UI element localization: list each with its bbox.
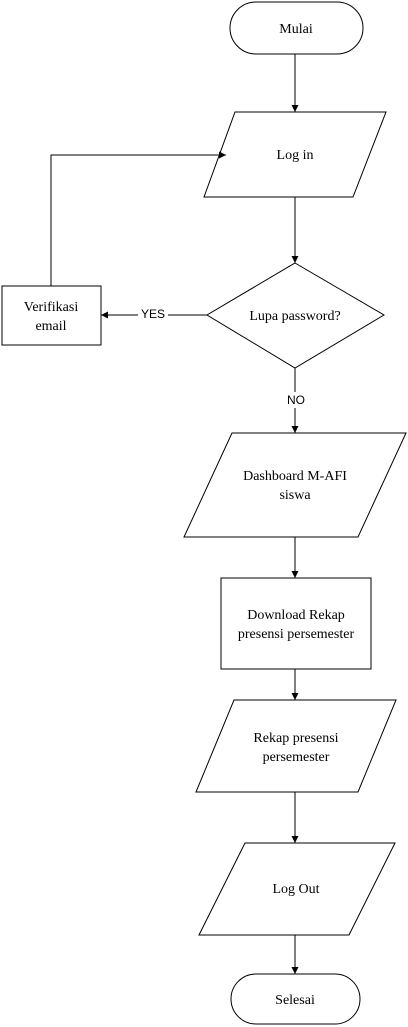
no-label: NO xyxy=(287,393,305,407)
rekap-label-line2: persemester xyxy=(263,750,330,765)
dashboard-label-line2: siswa xyxy=(279,488,311,503)
logout-step: Log Out xyxy=(198,842,396,936)
download-label-line1: Download Rekap xyxy=(247,608,345,623)
dashboard-label-line1: Dashboard M-AFI xyxy=(243,469,347,484)
no-label-bg xyxy=(284,392,308,408)
start-terminator: Mulai xyxy=(229,1,364,55)
arrow-verify-to-login xyxy=(50,151,226,286)
yes-label-bg xyxy=(138,306,168,322)
verify-email-step: Verifikasi email xyxy=(1,285,102,346)
decision-lupa-password: Lupa password? xyxy=(206,262,385,369)
start-label: Mulai xyxy=(279,22,313,37)
login-label: Log in xyxy=(277,148,314,163)
login-step: Log in xyxy=(203,111,387,198)
rekap-label-line1: Rekap presensi xyxy=(253,731,338,746)
dashboard-step: Dashboard M-AFI siswa xyxy=(183,432,407,538)
end-label: Selesai xyxy=(275,993,315,1008)
end-terminator: Selesai xyxy=(230,973,361,1025)
yes-label: YES xyxy=(141,307,165,321)
verify-label-line1: Verifikasi xyxy=(24,300,79,315)
download-label-line2: presensi persemester xyxy=(238,627,355,642)
decision-label: Lupa password? xyxy=(249,309,340,324)
download-step: Download Rekap presensi persemester xyxy=(220,577,372,670)
verify-label-line2: email xyxy=(35,319,66,334)
logout-label: Log Out xyxy=(272,882,319,897)
rekap-step: Rekap presensi persemester xyxy=(195,699,397,793)
